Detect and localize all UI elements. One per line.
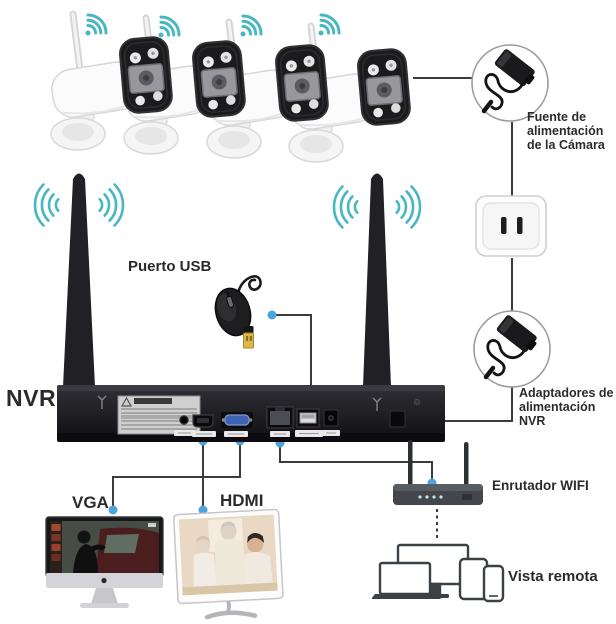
remote-phone: [482, 564, 505, 603]
hdmi-label: HDMI: [220, 491, 264, 510]
antenna-print-icon: [97, 395, 382, 411]
monitor-logo: [101, 577, 107, 584]
usb-port: [296, 408, 320, 428]
power-adapter-icon: [483, 315, 537, 380]
vga-monitor: [45, 516, 164, 608]
caution-label: [117, 395, 201, 435]
lan-port: [266, 406, 294, 429]
remote-view-label: Vista remota: [508, 568, 598, 585]
lan-to-router-line: [279, 444, 433, 481]
wall-outlet: [475, 195, 547, 257]
vga-label: VGA: [72, 493, 109, 512]
mouse-to-usb-line: [272, 314, 312, 404]
camera-group: [0, 9, 470, 175]
nvr-power-adapter: [473, 310, 551, 388]
wifi-waves-left-icon: [98, 183, 125, 227]
nvr-antenna-left: [63, 173, 95, 387]
wifi-router: [393, 440, 483, 505]
power-adapter-icon: [481, 49, 535, 114]
wifi-icon-camera-3: [230, 10, 267, 47]
nvr-ports: [174, 406, 406, 437]
remote-devices: [372, 543, 505, 603]
family-scene: [178, 514, 278, 596]
nvr-label: NVR: [6, 385, 57, 411]
wifi-icon-camera-1: [75, 9, 112, 46]
nvr-power-label: Adaptadores de alimentación NVR: [519, 386, 614, 428]
nvr-antenna-right: [363, 173, 391, 387]
vga-line: [112, 442, 241, 508]
nvr-unit: [33, 173, 445, 442]
power-switch: [389, 410, 406, 428]
camera-power-adapter: [471, 44, 549, 122]
router-label: Enrutador WIFI: [492, 478, 589, 493]
vga-port: [221, 412, 253, 428]
dc-power-port: [323, 409, 339, 427]
remote-laptop: [378, 561, 432, 596]
audio-port: [179, 415, 189, 425]
hdmi-port: [192, 414, 214, 428]
wifi-waves-right-icon: [332, 185, 359, 229]
usb-mouse: [214, 275, 262, 349]
surveillance-scene: [50, 521, 159, 573]
wifi-waves-right-icon: [395, 185, 422, 229]
usb-port-label: Puerto USB: [128, 258, 212, 275]
camera-power-label: Fuente de alimentación de la Cámara: [527, 110, 605, 152]
usb-plug: [243, 326, 254, 349]
router-leds: [418, 495, 443, 499]
hdmi-monitor: [173, 508, 284, 620]
wifi-waves-left-icon: [33, 183, 60, 227]
